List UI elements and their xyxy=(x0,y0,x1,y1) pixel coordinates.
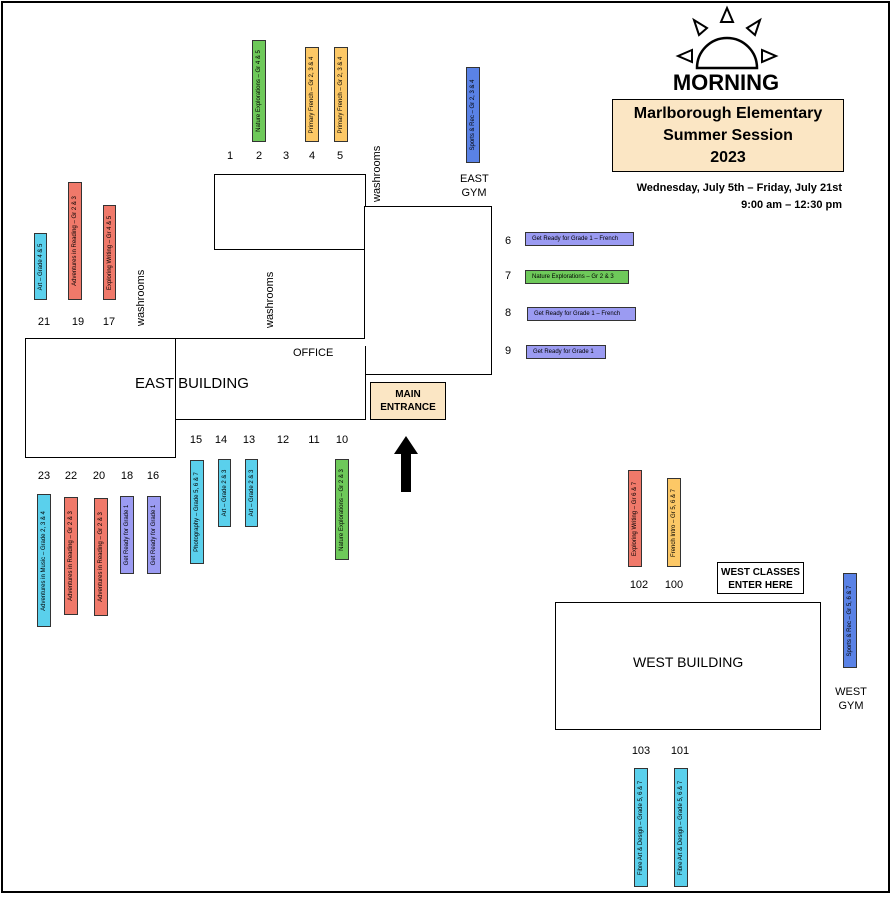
class-box[interactable]: Adventures in Reading – Gr 2 & 3 xyxy=(94,498,108,616)
session-dates: Wednesday, July 5th – Friday, July 21st xyxy=(636,182,842,194)
morning-title: MORNING xyxy=(672,70,780,95)
room-number: 10 xyxy=(335,434,349,446)
room-number: 19 xyxy=(71,316,85,328)
east-building-main xyxy=(25,338,176,458)
east-building-label: EAST BUILDING xyxy=(135,375,249,392)
class-box[interactable]: French Intro – Gr 5, 6 & 7 xyxy=(667,478,681,567)
room-number: 16 xyxy=(146,470,160,482)
east-gym-building xyxy=(364,206,492,375)
washrooms-label-north: washrooms xyxy=(371,145,383,202)
washrooms-label-west: washrooms xyxy=(135,269,147,326)
session-year: 2023 xyxy=(710,149,746,166)
session-name: Summer Session xyxy=(663,127,793,144)
office-label: OFFICE xyxy=(293,347,334,359)
room-number: 103 xyxy=(631,745,651,757)
room-number: 22 xyxy=(64,470,78,482)
class-box[interactable]: Primary French – Gr 2, 3 & 4 xyxy=(334,47,348,142)
room-number: 9 xyxy=(504,345,512,357)
class-box[interactable]: Primary French – Gr 2, 3 & 4 xyxy=(305,47,319,142)
room-number: 15 xyxy=(189,434,203,446)
class-box[interactable]: Adventures in Reading – Gr 2 & 3 xyxy=(68,182,82,300)
class-box[interactable]: Adventures in Reading – Gr 2 & 3 xyxy=(64,497,78,615)
room-number: 1 xyxy=(226,150,234,162)
room-number: 4 xyxy=(308,150,316,162)
class-box[interactable]: Get Ready for Grade 1 – French xyxy=(527,307,636,321)
class-box[interactable]: Nature Explorations – Gr 2 & 3 xyxy=(335,459,349,560)
class-box[interactable]: Adventures in Music – Grade 2, 3 & 4 xyxy=(37,494,51,627)
session-hours: 9:00 am – 12:30 pm xyxy=(741,199,842,211)
class-box[interactable]: Get Ready for Grade 1 xyxy=(526,345,606,359)
sun-icon xyxy=(675,5,779,70)
class-box[interactable]: Art – Grade 2 & 3 xyxy=(245,459,258,527)
room-number: 5 xyxy=(336,150,344,162)
school-info-box: Marlborough Elementary Summer Session 20… xyxy=(612,99,844,172)
room-number: 11 xyxy=(308,434,320,446)
room-number: 6 xyxy=(504,235,512,247)
main-entrance-box: MAIN ENTRANCE xyxy=(370,382,446,420)
class-box[interactable]: Fibre Art & Design – Grade 5, 6 & 7 xyxy=(634,768,648,887)
room-number: 20 xyxy=(92,470,106,482)
entrance-arrow-icon xyxy=(394,436,418,492)
school-name: Marlborough Elementary xyxy=(633,105,823,122)
room-number: 17 xyxy=(102,316,116,328)
west-building-label: WEST BUILDING xyxy=(633,654,744,670)
west-building xyxy=(555,602,821,730)
class-box[interactable]: Photography – Grade 5, 6 & 7 xyxy=(190,460,204,564)
room-number: 3 xyxy=(282,150,290,162)
class-box[interactable]: Exploring Writing – Gr 4 & 5 xyxy=(103,205,116,300)
room-number: 23 xyxy=(37,470,51,482)
class-box[interactable]: Get Ready for Grade 1 xyxy=(147,496,161,574)
room-number: 14 xyxy=(214,434,228,446)
class-box[interactable]: Art – Grade 2 & 3 xyxy=(218,459,231,527)
room-number: 100 xyxy=(664,579,684,591)
west-entrance-box: WEST CLASSES ENTER HERE xyxy=(717,562,804,594)
room-number: 13 xyxy=(242,434,256,446)
class-box[interactable]: Nature Explorations – Gr 4 & 5 xyxy=(252,40,266,142)
class-box[interactable]: Sports & Rec – Gr 5, 6 & 7 xyxy=(843,573,857,668)
room-number: 21 xyxy=(37,316,51,328)
washrooms-label-middle: washrooms xyxy=(264,271,276,328)
room-number: 102 xyxy=(629,579,649,591)
room-number: 8 xyxy=(504,307,512,319)
room-number: 2 xyxy=(255,150,263,162)
class-box[interactable]: Get Ready for Grade 1 – French xyxy=(525,232,634,246)
class-box[interactable]: Get Ready for Grade 1 xyxy=(120,496,134,574)
office-wing xyxy=(175,338,366,420)
class-box[interactable]: Sports & Rec – Gr 2, 3 & 4 xyxy=(466,67,480,163)
class-box[interactable]: Nature Explorations – Gr 2 & 3 xyxy=(525,270,629,284)
room-number: 12 xyxy=(276,434,290,446)
room-number: 101 xyxy=(670,745,690,757)
north-wing xyxy=(214,174,366,250)
room-number: 7 xyxy=(504,270,512,282)
class-box[interactable]: Fibre Art & Design – Grade 5, 6 & 7 xyxy=(674,768,688,887)
room-number: 18 xyxy=(120,470,134,482)
class-box[interactable]: Art – Grade 4 & 5 xyxy=(34,233,47,300)
class-box[interactable]: Exploring Writing – Gr 6 & 7 xyxy=(628,470,642,567)
